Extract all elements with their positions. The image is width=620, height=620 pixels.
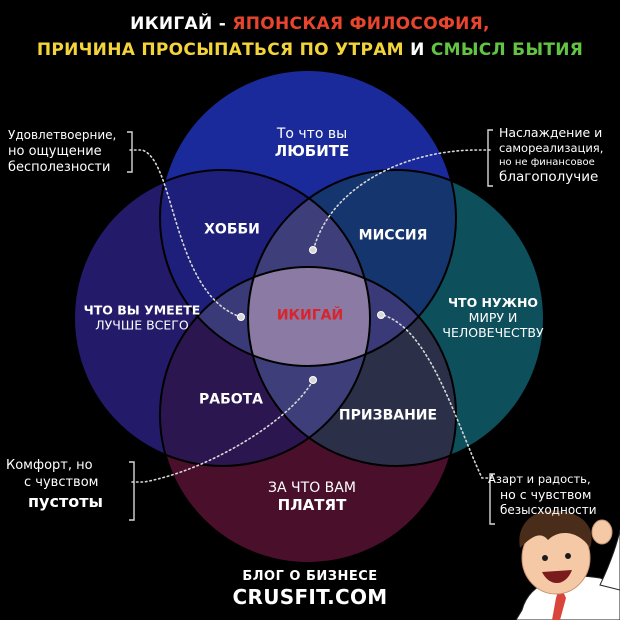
overlap-label-hobby: ХОББИ [204,221,260,238]
overlap-left-right-area [248,170,370,466]
need-line-2: МИРУ И [468,309,518,325]
circle-label-skill: ЧТО ВЫ УМЕЕТЕ ЛУЧШЕ ВСЕГО [83,302,201,333]
note-top-left-line-2: но ощущение [8,143,102,159]
need-line-3: ЧЕЛОВЕЧЕСТВУ [442,324,544,340]
note-bottom-left-line-1: Комфорт, но [6,458,93,473]
connector-bottom-left [131,381,313,483]
circle-right-outline [247,169,545,467]
bracket-top-left [127,131,133,173]
footer-blog-label: БЛОГ О БИЗНЕСЕ [242,569,378,584]
love-line-1: То что вы [276,125,348,142]
title-separator: - [212,14,233,34]
circle-left-outline [73,169,371,467]
note-bottom-left-line-2: с чувством [24,474,99,490]
connector-dot-top-left [237,313,245,321]
note-top-right: Наслаждение и самореализация, но не фина… [499,125,603,187]
note-bottom-right-line-3: безысходности [500,503,597,518]
title-japanese-philosophy: ЯПОНСКАЯ ФИЛОСОФИЯ, [232,14,490,34]
connector-top-right [313,149,491,249]
note-top-right-line-3: но не финансовое [499,157,595,169]
note-top-right-line-4: благополучие [499,169,599,186]
circle-label-paid: ЗА ЧТО ВАМ ПЛАТЯТ [268,480,356,514]
paid-line-2: ПЛАТЯТ [277,495,347,514]
bracket-bottom-right [489,473,495,525]
footer-site-link[interactable]: CRUSFIT.COM [232,585,388,609]
circle-label-need: ЧТО НУЖНО МИРУ И ЧЕЛОВЕЧЕСТВУ [442,294,544,340]
skill-line-1: ЧТО ВЫ УМЕЕТЕ [83,302,201,318]
title-and: И [403,40,431,60]
bracket-bottom-left [129,461,135,521]
note-bottom-left: Комфорт, но с чувством пустоты [6,458,103,513]
title-meaning-of-life: СМЫСЛ БЫТИЯ [430,40,584,60]
note-bottom-left-line-3: пустоты [28,491,103,511]
note-top-left-line-3: бесполезности [8,160,111,176]
overlap-label-mission: МИССИЯ [358,227,428,244]
page-title-line-2: ПРИЧИНА ПРОСЫПАТЬСЯ ПО УТРАМ И СМЫСЛ БЫТ… [0,40,620,60]
overlap-top-bottom-area [160,267,456,366]
connector-dot-bottom-left [309,376,317,384]
page-title-line-1: ИКИГАЙ - ЯПОНСКАЯ ФИЛОСОФИЯ, [0,14,620,34]
circle-top-outline [159,69,457,367]
need-line-1: ЧТО НУЖНО [447,294,539,310]
note-top-right-line-2: самореализация, [499,141,604,156]
note-top-left: Удовлетвоерние, но ощущение бесполезност… [8,128,116,177]
note-top-left-line-1: Удовлетвоерние, [8,128,117,142]
note-bottom-right-line-2: но с чувством [500,486,592,502]
overlap-label-work: РАБОТА [198,391,264,408]
note-bottom-right-line-1: Азарт и радость, [488,472,591,486]
circle-label-love: То что вы ЛЮБИТЕ [275,126,350,160]
cartoon-man-illustration [515,510,620,620]
connector-dot-top-right [309,246,317,254]
note-bottom-right: Азарт и радость, но с чувством безысходн… [488,472,597,519]
center-label-ikigai: ИКИГАЙ [276,307,344,324]
skill-line-2: ЛУЧШЕ ВСЕГО [95,317,189,332]
title-ikigai: ИКИГАЙ [130,14,213,34]
connector-dot-bottom-right [377,311,385,319]
title-reason-to-wake: ПРИЧИНА ПРОСЫПАТЬСЯ ПО УТРАМ [36,40,404,60]
paid-line-1: ЗА ЧТО ВАМ [268,479,356,496]
note-top-right-line-1: Наслаждение и [499,125,603,140]
love-line-2: ЛЮБИТЕ [274,141,350,160]
bracket-top-right [487,129,493,187]
overlap-label-vocation: ПРИЗВАНИЕ [338,407,438,424]
connector-top-left [129,149,239,317]
connector-bottom-right [382,314,493,479]
